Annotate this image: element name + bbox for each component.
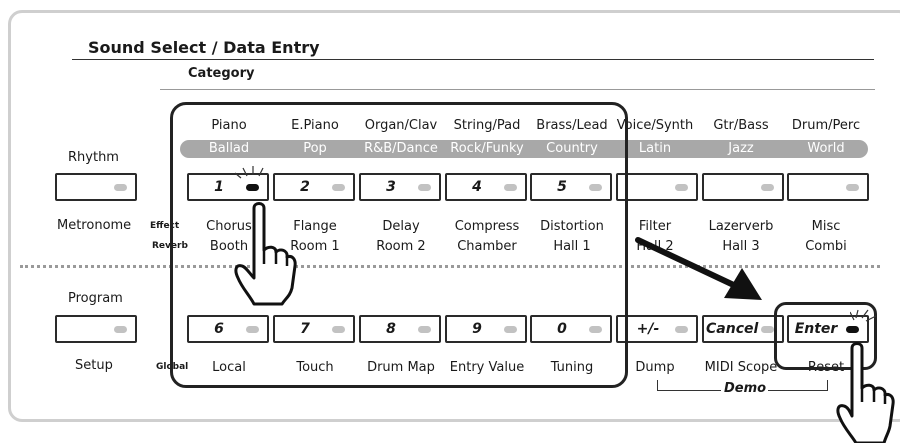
category-gtr-bass: Gtr/Bass: [713, 118, 769, 133]
led-indicator: [761, 326, 774, 333]
sound-select-highlight-frame: [170, 102, 628, 388]
category-string-pad: String/Pad: [453, 118, 521, 133]
sound-key-2[interactable]: 2: [273, 173, 355, 201]
program-label: Program: [68, 291, 123, 306]
reverb-booth: Booth: [209, 239, 249, 254]
metronome-label: Metronome: [57, 218, 132, 233]
category-voice-synth: Voice/Synth: [616, 118, 694, 133]
led-indicator: [332, 326, 345, 333]
sound-key-3[interactable]: 3: [359, 173, 441, 201]
section-divider: [20, 265, 880, 268]
led-indicator: [846, 326, 859, 333]
plus-minus-button[interactable]: +/-: [616, 315, 698, 343]
pointing-hand-icon: [234, 202, 297, 306]
led-indicator: [846, 184, 859, 191]
led-indicator: [246, 184, 259, 191]
sound-key-5[interactable]: 5: [530, 173, 612, 201]
led-indicator: [114, 326, 127, 333]
reverb-room-1: Room 1: [290, 239, 340, 254]
demo-bracket-left: [657, 390, 721, 391]
category-organ-clav: Organ/Clav: [364, 118, 438, 133]
label-touch: Touch: [296, 360, 334, 375]
effect-chorus: Chorus: [206, 219, 252, 234]
effect-distortion: Distortion: [540, 219, 604, 234]
sound-key-4[interactable]: 4: [445, 173, 527, 201]
section-title: Sound Select / Data Entry: [88, 38, 320, 57]
numeric-key-9[interactable]: 9: [445, 315, 527, 343]
sound-key-voice-synth[interactable]: [616, 173, 698, 201]
category-drum-perc: Drum/Perc: [791, 118, 861, 133]
label-dump: Dump: [635, 360, 675, 375]
led-indicator: [332, 184, 345, 191]
reverb-label: Reverb: [152, 241, 188, 251]
reverb-hall-3: Hall 3: [722, 239, 760, 254]
sound-key-1[interactable]: 1: [187, 173, 269, 201]
genre-jazz: Jazz: [728, 141, 754, 156]
genre-pop: Pop: [303, 141, 327, 156]
genre-ballad: Ballad: [208, 141, 250, 156]
category-brass-lead: Brass/Lead: [536, 118, 608, 133]
genre-country: Country: [546, 141, 598, 156]
category-divider: [160, 89, 875, 90]
category-label: Category: [188, 66, 255, 81]
genre-bar: [180, 140, 868, 158]
effect-compress: Compress: [454, 219, 520, 234]
demo-label: Demo: [724, 381, 767, 396]
numeric-key-0[interactable]: 0: [530, 315, 612, 343]
reverb-combi: Combi: [805, 239, 847, 254]
led-indicator: [589, 326, 602, 333]
label-midi-scope: MIDI Scope: [704, 360, 778, 375]
label-local: Local: [212, 360, 246, 375]
led-blink-icon: [234, 166, 264, 179]
demo-bracket-right-tick: [827, 380, 828, 391]
genre-world: World: [807, 141, 845, 156]
led-indicator: [418, 184, 431, 191]
led-indicator: [675, 184, 688, 191]
led-indicator: [418, 326, 431, 333]
led-indicator: [504, 326, 517, 333]
reverb-chamber: Chamber: [457, 239, 517, 254]
led-indicator: [675, 326, 688, 333]
demo-bracket-right: [768, 390, 828, 391]
label-tuning: Tuning: [550, 360, 594, 375]
numeric-key-7[interactable]: 7: [273, 315, 355, 343]
sound-key-gtr-bass[interactable]: [702, 173, 784, 201]
program-setup-button[interactable]: [55, 315, 137, 343]
pointing-hand-icon: [836, 342, 895, 443]
genre-latin: Latin: [638, 141, 672, 156]
demo-bracket-left-tick: [657, 380, 658, 391]
cancel-button[interactable]: Cancel: [702, 315, 784, 343]
led-indicator: [114, 184, 127, 191]
led-indicator: [589, 184, 602, 191]
title-divider: [72, 59, 874, 60]
led-indicator: [761, 184, 774, 191]
control-panel: [8, 10, 900, 422]
rhythm-label: Rhythm: [68, 150, 119, 165]
effect-label: Effect: [150, 221, 180, 231]
label-entry-value: Entry Value: [449, 360, 525, 375]
effect-filter: Filter: [638, 219, 672, 234]
reverb-room-2: Room 2: [376, 239, 426, 254]
genre-rock-funky: Rock/Funky: [450, 141, 524, 156]
label-drum-map: Drum Map: [367, 360, 435, 375]
effect-misc: Misc: [811, 219, 841, 234]
category-piano: Piano: [211, 118, 247, 133]
numeric-key-8[interactable]: 8: [359, 315, 441, 343]
setup-label: Setup: [75, 358, 113, 373]
led-blink-icon: [850, 309, 877, 322]
led-indicator: [504, 184, 517, 191]
effect-delay: Delay: [382, 219, 420, 234]
effect-lazerverb: Lazerverb: [708, 219, 774, 234]
enter-button[interactable]: Enter: [787, 315, 869, 343]
led-indicator: [246, 326, 259, 333]
sound-key-drum-perc[interactable]: [787, 173, 869, 201]
effect-flange: Flange: [293, 219, 337, 234]
enter-highlight-frame: [774, 302, 877, 370]
category-epiano: E.Piano: [291, 118, 339, 133]
numeric-key-6[interactable]: 6: [187, 315, 269, 343]
genre-rnb-dance: R&B/Dance: [364, 141, 438, 156]
reverb-hall-1: Hall 1: [553, 239, 591, 254]
rhythm-metronome-button[interactable]: [55, 173, 137, 201]
